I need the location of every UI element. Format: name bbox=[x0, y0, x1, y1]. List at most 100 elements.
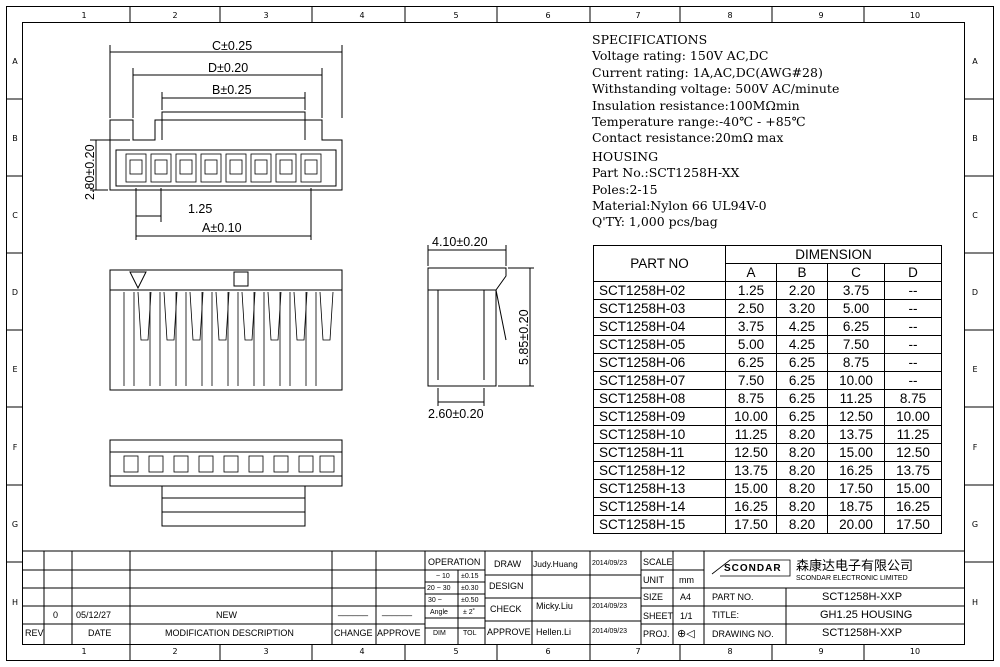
zone-col: 8 bbox=[727, 647, 733, 656]
tolerance-title: OPERATION bbox=[428, 557, 481, 567]
zone-row: G bbox=[11, 520, 19, 529]
role-check-name: Micky.Liu bbox=[536, 601, 573, 611]
dimension-cell: 17.50 bbox=[884, 515, 942, 534]
role-approve-name: Hellen.Li bbox=[536, 627, 572, 637]
part-number-cell: SCT1258H-06 bbox=[593, 353, 726, 372]
role-approve: APPROVE bbox=[487, 627, 531, 637]
part-no-value: SCT1258H-XXP bbox=[822, 591, 903, 603]
zone-col: 3 bbox=[263, 647, 269, 656]
role-draw-name: Judy.Huang bbox=[533, 559, 578, 569]
zone-row: H bbox=[11, 598, 18, 607]
proj-label: PROJ. bbox=[643, 629, 670, 639]
dimension-cell: 8.20 bbox=[776, 461, 828, 480]
dimension-cell: 4.25 bbox=[776, 317, 828, 336]
tol-dim-label: DIM bbox=[433, 630, 446, 637]
dimension-cell: 2.20 bbox=[776, 281, 828, 300]
spec-line: Current rating: 1A,AC,DC(AWG#28) bbox=[592, 64, 823, 80]
dimension-cell: 5.00 bbox=[827, 299, 885, 318]
dimension-cell: 15.00 bbox=[884, 479, 942, 498]
tol-val: ±0.15 bbox=[461, 573, 479, 580]
dimension-cell: 15.00 bbox=[725, 479, 777, 498]
dimension-cell: 10.00 bbox=[827, 371, 885, 390]
spec-line: Withstanding voltage: 500V AC/minute bbox=[592, 81, 840, 97]
dim-d: D±0.20 bbox=[208, 61, 248, 75]
role-check-date: 2014/09/23 bbox=[592, 603, 628, 610]
dim-a: A±0.10 bbox=[202, 221, 242, 235]
role-check: CHECK bbox=[490, 604, 522, 614]
drawing-no-value: SCT1258H-XXP bbox=[822, 627, 903, 639]
spec-line: Insulation resistance:100MΩmin bbox=[592, 97, 800, 113]
zone-col: 3 bbox=[263, 11, 269, 20]
dimension-cell: 13.75 bbox=[884, 461, 942, 480]
dimension-cell: 10.00 bbox=[884, 407, 942, 426]
housing-line: Poles:2-15 bbox=[592, 181, 658, 197]
tol-val: ± 2˚ bbox=[463, 609, 476, 616]
col-d: D bbox=[884, 263, 942, 282]
tol-dim: Angle bbox=[430, 609, 448, 616]
dimension-cell: 20.00 bbox=[827, 515, 885, 534]
spec-line: Contact resistance:20mΩ max bbox=[592, 130, 784, 146]
zone-col: 9 bbox=[818, 647, 824, 656]
dim-side-height: 5.85±0.20 bbox=[517, 309, 531, 365]
zone-col: 5 bbox=[453, 647, 459, 656]
tol-val: ±0.50 bbox=[461, 597, 479, 604]
zone-row: G bbox=[971, 520, 979, 529]
date-header: DATE bbox=[88, 628, 112, 638]
projection-icon: ⊕◁ bbox=[677, 628, 695, 640]
part-number-cell: SCT1258H-04 bbox=[593, 317, 726, 336]
company-logo: SCONDAR bbox=[724, 563, 782, 574]
zone-col: 7 bbox=[635, 11, 641, 20]
dimension-cell: 5.00 bbox=[725, 335, 777, 354]
part-no-header: PART NO bbox=[593, 245, 726, 282]
zone-col: 6 bbox=[545, 647, 551, 656]
spec-title: SPECIFICATIONS bbox=[592, 32, 708, 47]
zone-row: A bbox=[12, 57, 18, 66]
rev-value: 0 bbox=[53, 610, 59, 620]
part-no-label: PART NO. bbox=[712, 592, 754, 602]
spec-line: Temperature range:-40℃ - +85℃ bbox=[592, 113, 806, 129]
zone-col: 10 bbox=[909, 647, 921, 656]
zone-col: 5 bbox=[453, 11, 459, 20]
zone-col: 1 bbox=[81, 647, 87, 656]
company-name-en: SCONDAR ELECTRONIC LIMITED bbox=[796, 575, 908, 582]
zone-row: E bbox=[972, 365, 978, 374]
desc-header: MODIFICATION DESCRIPTION bbox=[165, 628, 294, 638]
unit-label: UNIT bbox=[643, 575, 664, 585]
zone-row: F bbox=[12, 443, 18, 452]
part-number-cell: SCT1258H-09 bbox=[593, 407, 726, 426]
zone-col: 4 bbox=[359, 11, 365, 20]
top-view bbox=[90, 45, 343, 240]
dim-c: C±0.25 bbox=[212, 39, 252, 53]
dimension-cell: 4.25 bbox=[776, 335, 828, 354]
zone-row: C bbox=[972, 211, 978, 220]
part-number-cell: SCT1258H-10 bbox=[593, 425, 726, 444]
change-header: CHANGE bbox=[334, 628, 373, 638]
zone-row: B bbox=[972, 134, 978, 143]
part-number-cell: SCT1258H-14 bbox=[593, 497, 726, 516]
role-draw: DRAW bbox=[494, 559, 522, 569]
title-value: GH1.25 HOUSING bbox=[820, 609, 913, 621]
rev-change: ______ bbox=[338, 606, 369, 616]
rev-date: 05/12/27 bbox=[76, 610, 112, 620]
tol-val: ±0.30 bbox=[461, 585, 479, 592]
dim-b: B±0.25 bbox=[212, 83, 252, 97]
dim-side-base: 2.60±0.20 bbox=[428, 407, 484, 421]
outer-border bbox=[6, 6, 994, 661]
tol-dim: ~ 10 bbox=[436, 573, 450, 580]
dimension-cell: 8.20 bbox=[776, 479, 828, 498]
rev-desc: NEW bbox=[216, 610, 237, 620]
housing-line: Material:Nylon 66 UL94V-0 bbox=[592, 197, 767, 213]
zone-row: E bbox=[12, 365, 18, 374]
dim-height: 2.80±0.20 bbox=[83, 144, 97, 200]
